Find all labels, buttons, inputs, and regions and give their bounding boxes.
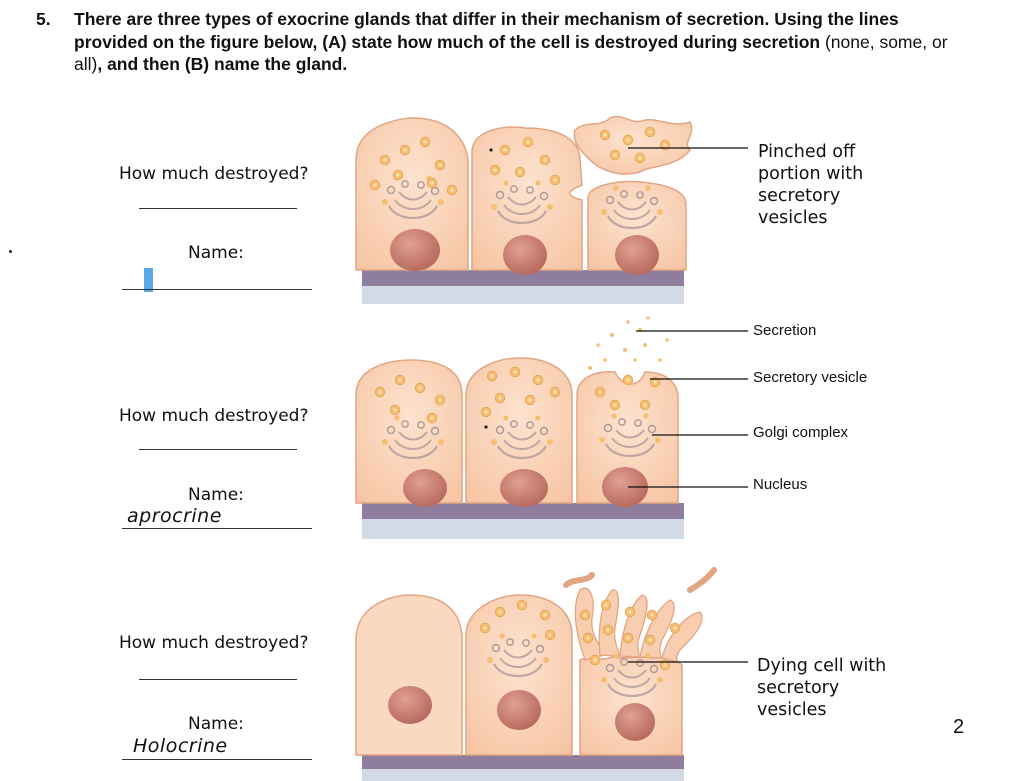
callout-nucleus: Nucleus	[753, 476, 808, 493]
question-part-3: , and then (B) name the gland.	[97, 54, 348, 74]
callout-pinched-off-portion: Pinched off portion with secretory vesic…	[758, 142, 864, 228]
panel-1-cells	[355, 115, 693, 304]
panel-3-how-much-answer-line[interactable]	[139, 679, 297, 680]
question-part-2: (none, some, or all)	[74, 31, 948, 75]
question-number: 5.	[36, 9, 51, 29]
panel-1-name-label: Name:	[188, 243, 244, 263]
panel-3-name-label: Name:	[188, 714, 244, 734]
stray-dot	[9, 250, 12, 253]
callout-golgi-complex: Golgi complex	[753, 424, 849, 441]
question-part-1: There are three types of exocrine glands…	[74, 9, 899, 52]
panel-2-how-much-label: How much destroyed?	[119, 406, 309, 426]
panel-1-name-answer-line[interactable]	[122, 289, 312, 290]
leader-lines	[628, 147, 748, 663]
text-cursor[interactable]	[144, 268, 153, 292]
callout-secretory-vesicle: Secretory vesicle	[753, 369, 868, 386]
callout-secretion: Secretion	[753, 322, 817, 339]
panel-2-name-answer-line[interactable]	[122, 528, 312, 529]
panel-3-how-much-label: How much destroyed?	[119, 633, 309, 653]
panel-2-name-label: Name:	[188, 485, 244, 505]
panel-2-name-answer: aprocrine	[127, 505, 222, 527]
panel-3-name-answer-line[interactable]	[122, 759, 312, 760]
panel-3-cells	[355, 567, 717, 781]
question-body: There are three types of exocrine glands…	[74, 8, 974, 76]
panel-3-name-answer: Holocrine	[133, 735, 228, 757]
panel-2-cells	[355, 316, 684, 539]
panel-2-how-much-answer-line[interactable]	[139, 449, 297, 450]
panel-1-how-much-answer-line[interactable]	[139, 208, 297, 209]
callout-dying-cell: Dying cell with secretory vesicles	[757, 656, 887, 720]
panel-1-how-much-label: How much destroyed?	[119, 164, 309, 184]
page-number: 2	[953, 716, 965, 738]
